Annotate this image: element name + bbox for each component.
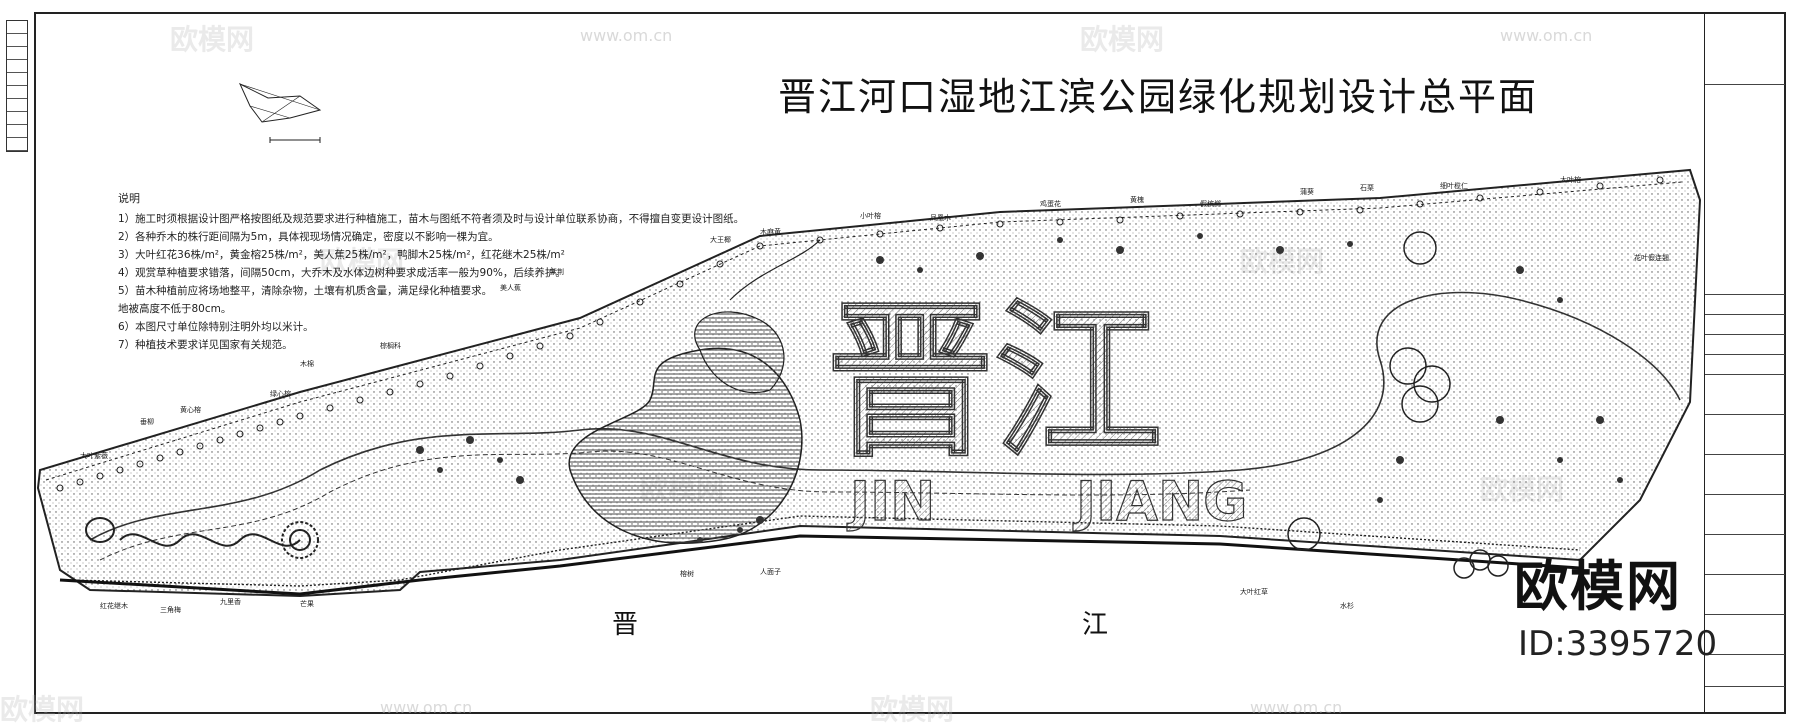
plaza-letter-en-right: JIANG: [1072, 470, 1248, 533]
river-label: 晋: [612, 610, 639, 640]
resource-id: ID:3395720: [1518, 624, 1718, 664]
notes-line: 7）种植技术要求详见国家有关规范。: [118, 339, 293, 351]
plant-label: 绿心榕: [270, 389, 291, 398]
notes-line: 2）各种乔木的株行距间隔为5m，具体视现场情况确定，密度以不影响一棵为宜。: [118, 231, 499, 243]
plant-label: 三角梅: [160, 605, 181, 614]
plant-label: 黄心榕: [180, 405, 201, 414]
plant-label: 木棉: [300, 359, 314, 368]
park-boundary: [36, 168, 1702, 598]
circular-plazas: [1287, 231, 1509, 579]
plant-label: 九里香: [220, 597, 241, 606]
plant-label: 棕榈科: [380, 341, 401, 350]
watermark-logo: 欧模网: [1080, 23, 1165, 56]
plant-label: 人面子: [760, 568, 781, 576]
plant-label: 凤凰木: [930, 213, 951, 222]
notes-line: 4）观赏草种植要求错落，间隔50cm，大乔木及水体边树种要求成活率一般为90%，…: [118, 267, 566, 279]
plant-label: 鸡蛋花: [1040, 199, 1061, 208]
watermark-url: www.om.cn: [1500, 26, 1593, 45]
notes-heading: 说明: [118, 192, 140, 205]
drawing-title: 晋江河口湿地江滨公园绿化规划设计总平面: [778, 75, 1539, 119]
plant-label: 紫荆: [550, 267, 564, 276]
garden-path: [89, 291, 1681, 541]
plant-label: 垂柳: [140, 417, 154, 426]
plant-label: 芒果: [300, 599, 314, 608]
notes-line: 5）苗木种植前应将场地整平，清除杂物，土壤有机质含量，满足绿化种植要求。: [118, 285, 493, 297]
shrub-clusters: [416, 233, 1623, 543]
plaza-lettering: 晋江 JIN JIANG: [825, 281, 1248, 533]
river-label: 江: [1082, 610, 1109, 640]
plant-label: 花叶假连翘: [1634, 253, 1669, 262]
plant-label: 榕树: [680, 569, 694, 578]
plant-label: 木麻黄: [760, 227, 781, 236]
plant-label: 假槟榔: [1200, 199, 1221, 208]
notes-line: 6）本图尺寸单位除特别注明外均以米计。: [118, 321, 314, 333]
plant-label: 黄槐: [1130, 195, 1144, 204]
plant-label: 大叶红草: [1240, 587, 1268, 596]
north-arrow-icon: [238, 82, 322, 143]
plaza-letter-cn: 晋江: [826, 282, 1162, 480]
plant-label: 细叶榄仁: [1440, 181, 1468, 190]
lake: [568, 239, 821, 544]
plant-label: 大王椰: [710, 235, 731, 244]
wave-hedge: [85, 517, 319, 559]
notes-line: 3）大叶红花36株/m²，黄金榕25株/m²，美人蕉25株/m²，鸭脚木25株/…: [118, 249, 565, 261]
plant-label: 美人蕉: [500, 283, 521, 292]
brand-logo: 欧模网: [1514, 555, 1682, 618]
plant-label: 石栗: [1360, 184, 1374, 192]
plant-label: 小叶榕: [860, 211, 881, 220]
plant-label: 大叶紫薇: [80, 451, 108, 460]
plaza-letter-en-left: JIN: [846, 470, 935, 533]
plant-callouts: 大叶紫薇 垂柳 黄心榕 绿心榕 木棉 棕榈科 美人蕉 紫荆 大王椰 木麻黄 小叶…: [80, 175, 1669, 614]
notes-line: 地被高度不低于80cm。: [118, 303, 232, 315]
drawing-frame: [34, 12, 1786, 714]
plant-label: 红花继木: [100, 601, 128, 610]
watermark-logo: 欧模网: [0, 693, 85, 726]
watermark-logo: 欧模网: [170, 23, 255, 56]
watermark-logo: 欧模网: [870, 693, 955, 726]
watermark-url: www.om.cn: [580, 26, 673, 45]
plant-label: 蒲葵: [1300, 187, 1314, 196]
watermark-url: www.om.cn: [1250, 698, 1343, 717]
watermark-url: www.om.cn: [380, 698, 473, 717]
watermark-logo: 欧模网: [320, 245, 405, 278]
plant-label: 大叶榕: [1560, 175, 1581, 184]
title-block: [1704, 14, 1785, 712]
tree-row: [56, 176, 1664, 492]
plant-label: 水杉: [1340, 601, 1354, 610]
binding-strip: [6, 20, 28, 152]
